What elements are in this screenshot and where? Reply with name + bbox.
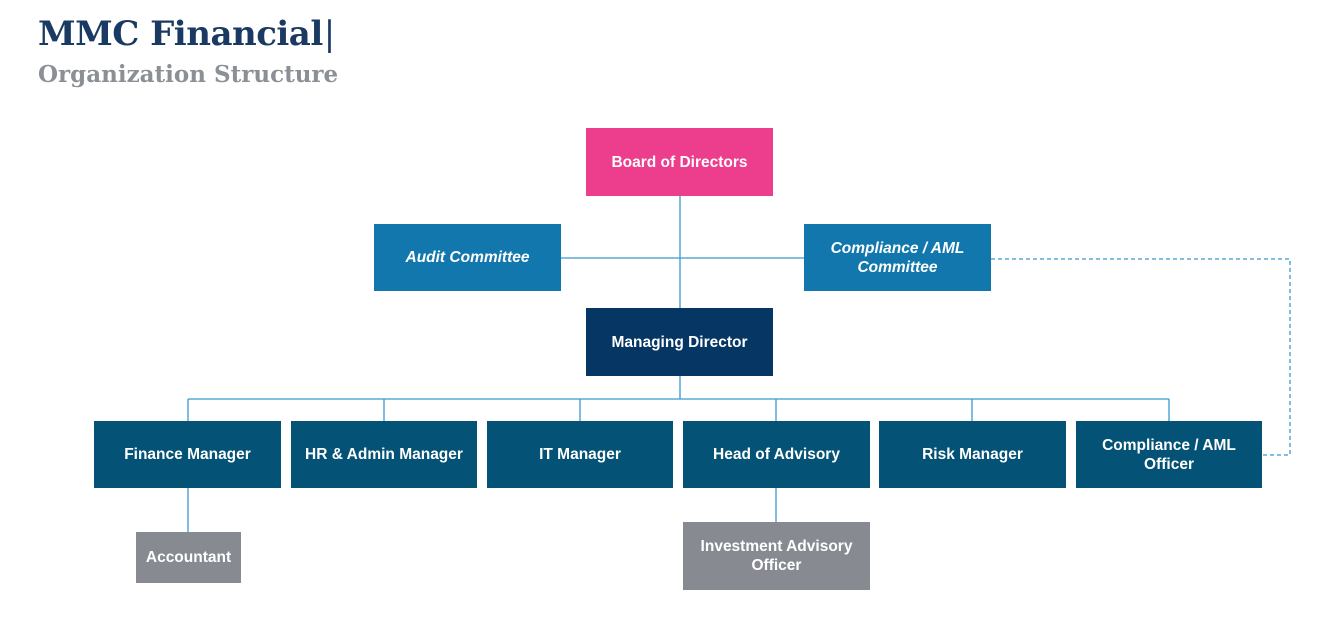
company-name: MMC Financial — [38, 14, 323, 54]
compliance-officer-label: Compliance / AML Officer — [1102, 436, 1236, 473]
investment-advisory-officer-box: Investment Advisory Officer — [683, 522, 870, 590]
finance-manager-box: Finance Manager — [94, 421, 281, 488]
board-of-directors-box: Board of Directors — [586, 128, 773, 196]
accountant-box: Accountant — [136, 532, 241, 583]
accountant-label: Accountant — [145, 549, 232, 566]
finance-manager-label: Finance Manager — [124, 446, 251, 463]
investment-advisory-officer-label: Investment Advisory Officer — [700, 538, 853, 574]
hr-admin-manager-label: HR & Admin Manager — [305, 446, 463, 463]
risk-manager-box: Risk Manager — [879, 421, 1066, 488]
audit-committee-box: Audit Committee — [374, 224, 561, 291]
page-subtitle: Organization Structure — [38, 61, 339, 88]
compliance-officer-box: Compliance / AML Officer — [1076, 421, 1262, 488]
audit-committee-label: Audit Committee — [405, 249, 530, 266]
managing-director-label: Managing Director — [611, 333, 748, 351]
hr-admin-manager-box: HR & Admin Manager — [291, 421, 477, 488]
board-of-directors-label: Board of Directors — [611, 153, 748, 171]
it-manager-box: IT Manager — [487, 421, 673, 488]
it-manager-label: IT Manager — [539, 446, 621, 463]
compliance-committee-box: Compliance / AML Committee — [804, 224, 991, 291]
text-cursor: | — [323, 14, 335, 54]
head-of-advisory-label: Head of Advisory — [713, 446, 840, 463]
managing-director-box: Managing Director — [586, 308, 773, 376]
head-of-advisory-box: Head of Advisory — [683, 421, 870, 488]
risk-manager-label: Risk Manager — [922, 446, 1023, 463]
connector-compliance-dotted — [991, 258, 1291, 456]
compliance-committee-label: Compliance / AML Committee — [830, 239, 965, 276]
company-title: MMC Financial| — [38, 14, 335, 54]
